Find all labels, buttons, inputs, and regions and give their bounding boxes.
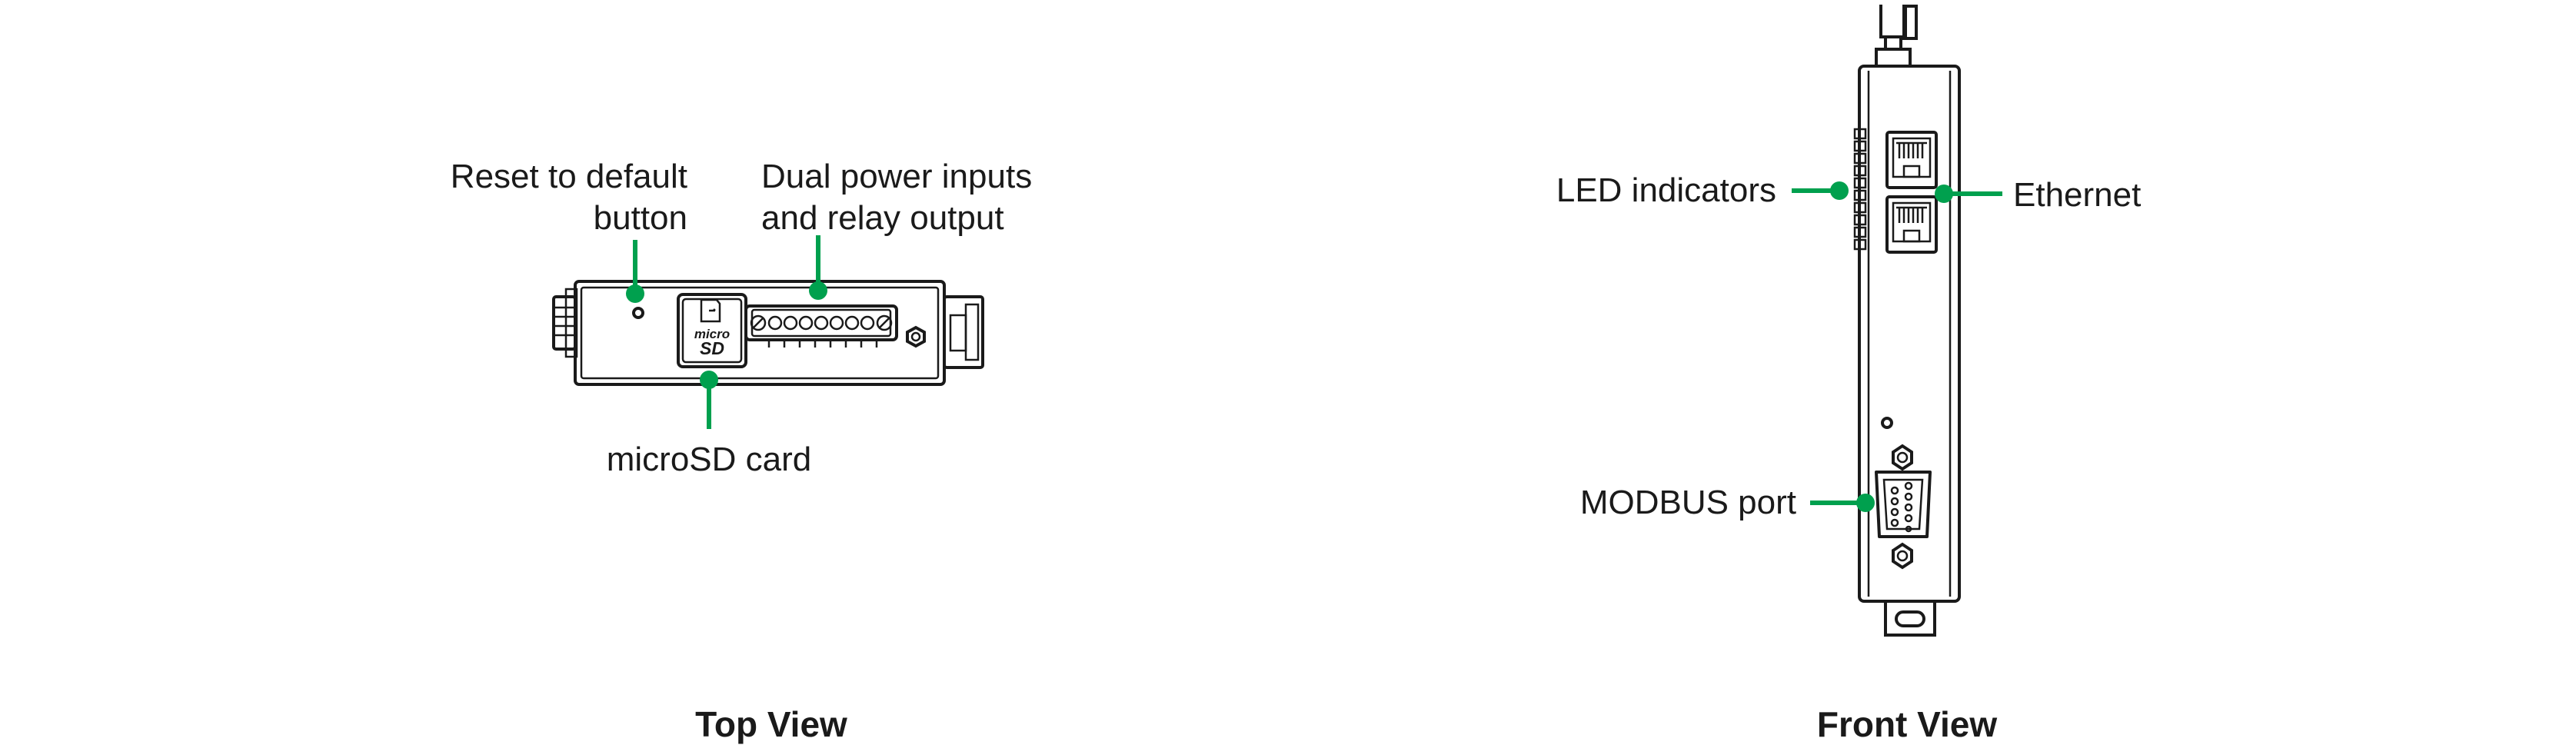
front-view: LED indicators Ethernet MODBUS port Fron… [1556,5,2141,744]
reset-hole [632,307,644,319]
power-callout [809,235,827,300]
power-inputs-label-line2: and relay output [761,199,1004,237]
microsd-card-label: microSD card [607,441,812,478]
reset-button-label-line1: Reset to default [451,158,687,195]
left-knob [552,288,578,358]
microsd-logo-text-sd: SD [700,338,724,358]
ethernet-port-1 [1885,131,1938,189]
front-view-title: Front View [1817,704,1998,744]
microsd-callout [700,371,718,429]
din-clip [943,295,984,369]
power-inputs-label-line1: Dual power inputs [761,158,1032,195]
hex-nut [906,325,926,348]
microsd-slot: micro SD [677,293,747,368]
reset-button-label-line2: button [594,199,687,237]
modbus-port-label: MODBUS port [1580,484,1796,521]
modbus-db9-port [1875,471,1932,538]
modbus-callout [1810,494,1875,512]
microsd-logo-text-micro: micro [694,327,730,341]
reset-callout [626,240,644,303]
top-view-title: Top View [695,704,847,744]
led-strip [1853,128,1867,251]
modbus-lower-nut [1892,542,1913,570]
ethernet-port-2 [1885,195,1938,254]
led-indicators-label: LED indicators [1556,171,1776,209]
top-connector [1875,5,1918,68]
front-reset-hole [1881,417,1893,429]
ethernet-callout [1935,185,2002,203]
led-callout [1792,181,1849,200]
bottom-mount-tab [1884,601,1936,637]
terminal-block [744,304,898,348]
terminal-pins [767,315,875,331]
modbus-upper-nut [1892,444,1913,471]
microsd-logo-icon [700,298,721,323]
top-view: micro SD [451,158,1032,744]
ethernet-label: Ethernet [2013,176,2141,214]
